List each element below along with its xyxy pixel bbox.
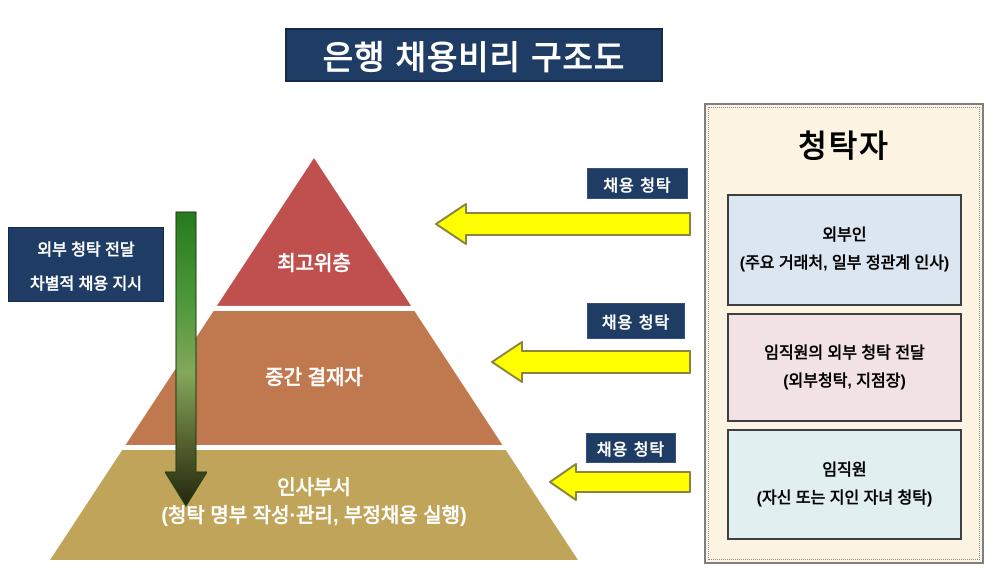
petitioner-box-staff-relay-line2: (외부청탁, 지점장) (783, 372, 906, 390)
request-arrow-bottom-label: 채용 청탁 (586, 433, 676, 463)
panel-title: 청탁자 (798, 129, 890, 164)
petitioner-box-outsiders-line2: (주요 거래처, 일부 정관계 인사) (739, 255, 950, 272)
request-arrow-middle-label: 채용 청탁 (587, 303, 685, 339)
petitioner-box-outsiders-line1: 외부인 (822, 227, 867, 244)
request-arrow-middle-icon (491, 341, 691, 383)
pyramid-bottom-label: 인사부서 (청탁 명부 작성·관리, 부정채용 실행) (50, 474, 578, 530)
page-title: 은행 채용비리 구조도 (285, 28, 663, 82)
pyramid-top-label: 최고위층 (277, 253, 351, 275)
left-instruction-box: 외부 청탁 전달 차별적 채용 지시 (8, 227, 164, 302)
petitioner-box-staff-relay-line1: 임직원의 외부 청탁 전달 (764, 344, 925, 362)
pyramid-level-bottom (50, 450, 578, 560)
petitioner-box-outsiders: 외부인 (주요 거래처, 일부 정관계 인사) (727, 194, 962, 306)
request-arrow-bottom-icon (549, 463, 691, 501)
petitioner-box-employees: 임직원 (자신 또는 지인 자녀 청탁) (727, 429, 962, 540)
petitioner-box-employees-line1: 임직원 (822, 461, 867, 479)
pyramid-bottom-label-line2: (청탁 명부 작성·관리, 부정채용 실행) (161, 505, 467, 527)
left-instruction-line2: 차별적 채용 지시 (30, 275, 142, 293)
petitioner-box-staff-relay: 임직원의 외부 청탁 전달 (외부청탁, 지점장) (727, 313, 962, 422)
pyramid-bottom-label-line1: 인사부서 (277, 477, 351, 499)
petitioner-box-employees-line2: (자신 또는 지인 자녀 청탁) (756, 489, 933, 507)
left-instruction-line1: 외부 청탁 전달 (37, 241, 135, 259)
down-arrow-icon (165, 211, 207, 507)
request-arrow-top-label: 채용 청탁 (587, 168, 688, 199)
pyramid-middle-label: 중간 결재자 (265, 367, 363, 389)
request-arrow-top-icon (435, 203, 691, 245)
petitioner-panel: 청탁자 외부인 (주요 거래처, 일부 정관계 인사) 임직원의 외부 청탁 전… (704, 103, 984, 564)
